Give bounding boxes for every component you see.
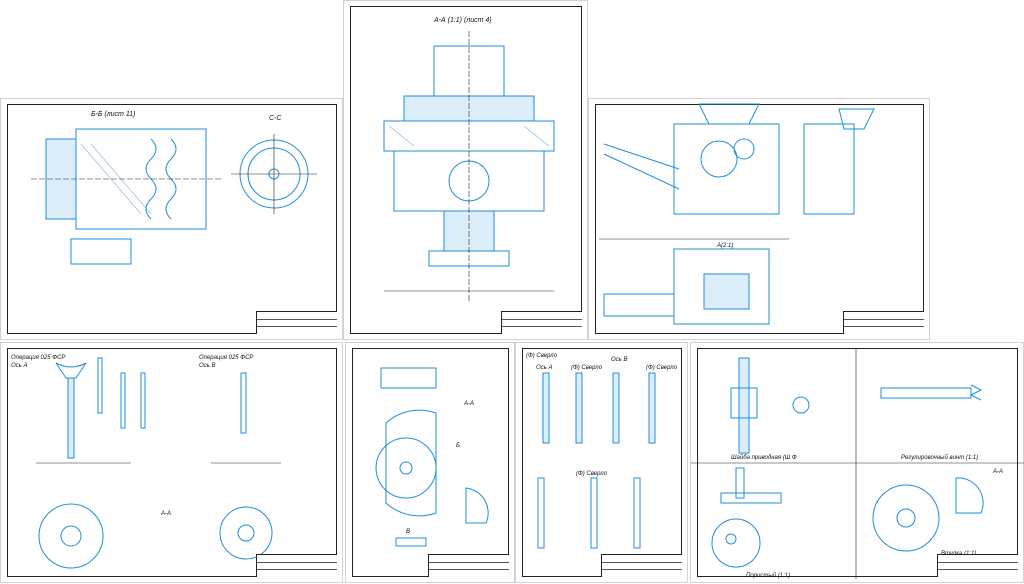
sheet-tools[interactable]: (Ф) Сверло Ось А (Ф) Сверло Ось В (Ф) Св… (515, 342, 688, 583)
title-block (601, 554, 682, 577)
parts-drawing (691, 348, 1024, 579)
drawing-frame (7, 104, 337, 334)
title-block (428, 554, 509, 577)
detail-label: А(2:1) (717, 243, 734, 249)
section-title: Б-Б (лист 11) (91, 111, 136, 118)
section-label: А-А (464, 401, 475, 407)
section-title: А-А (1:1) (лист 4) (434, 17, 492, 24)
operation-drawing (36, 357, 281, 569)
drawing-frame (595, 104, 924, 334)
tool-label-4: (Ф) Сверло (646, 365, 678, 371)
sheet-assembly[interactable]: А(2:1) (588, 98, 930, 340)
sheet-parts[interactable]: Шайба приводная (Ш Ф Регулировочный винт… (690, 342, 1024, 583)
section-aa-drawing (383, 31, 555, 301)
part-2-title: Регулировочный винт (1:1) (901, 455, 979, 461)
sheet-operation[interactable]: Операция 025 ФСР Ось А Операция 025 ФСР … (0, 342, 343, 583)
section-bb-drawing (31, 128, 317, 265)
section-label: А-А (993, 469, 1004, 475)
operation-a-title: Операция 025 ФСР (11, 355, 66, 361)
section-label: А-А (161, 511, 172, 517)
assembly-drawing (599, 103, 875, 325)
part-3-title: Пористый (1:1) (746, 573, 791, 579)
tool-label-1: Ось А (536, 365, 553, 371)
knife-drawing (375, 367, 489, 547)
title-block (256, 311, 337, 334)
view-label: С-С (269, 115, 282, 122)
drawing-frame (697, 348, 1018, 577)
tool-label-5: (Ф) Сверло (576, 471, 608, 477)
side-label: Б (456, 443, 460, 449)
part-1-title: Шайба приводная (Ш Ф (731, 455, 797, 461)
tools-title: (Ф) Сверло (526, 353, 558, 359)
operation-b-axis: Ось В (199, 363, 216, 369)
tool-label-3: Ось В (611, 357, 628, 363)
tool-label-2: (Ф) Сверло (571, 365, 603, 371)
title-block (501, 311, 582, 334)
operation-b-title: Операция 025 ФСР (199, 355, 254, 361)
sheet-section-aa[interactable]: А-А (1:1) (лист 4) (343, 0, 588, 340)
tools-drawing (537, 372, 656, 549)
drawing-frame (7, 348, 337, 577)
title-block (256, 554, 337, 577)
title-block (843, 311, 924, 334)
drawing-frame (350, 6, 582, 334)
title-block (937, 554, 1018, 577)
detail-label: В (406, 529, 411, 535)
operation-a-axis: Ось А (11, 363, 28, 369)
sheet-knife[interactable]: А-А Б В (345, 342, 515, 583)
sheet-section-bb[interactable]: Б-Б (лист 11) С-С (0, 98, 343, 340)
